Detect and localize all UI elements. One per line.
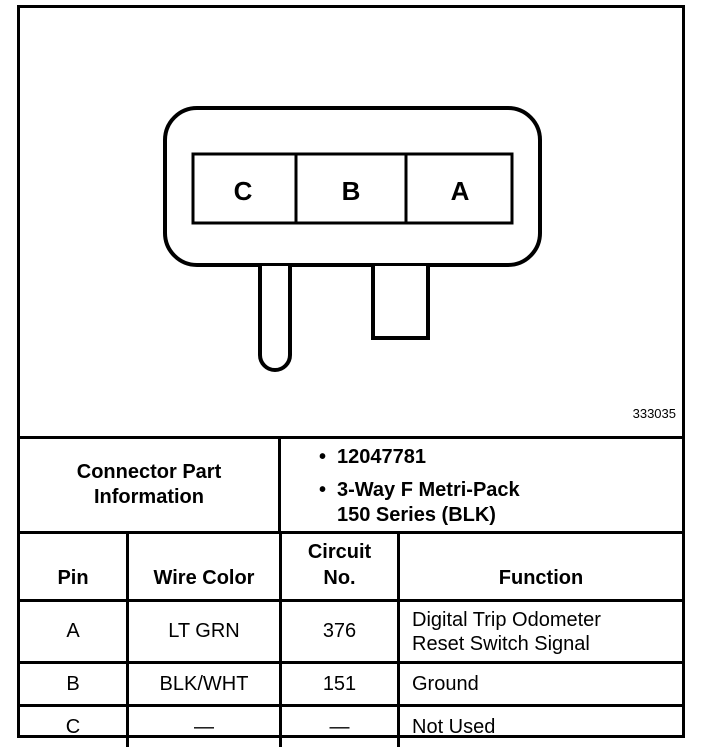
- header-pin: Pin: [20, 533, 128, 601]
- row-function: Digital Trip Odometer Reset Switch Signa…: [399, 601, 683, 663]
- cavity-label-b: B: [342, 176, 361, 206]
- lock-tab: [373, 266, 428, 338]
- header-function: Function: [399, 533, 683, 601]
- row-circuit: —: [281, 706, 399, 747]
- row-circuit: 376: [281, 601, 399, 663]
- row-wire-color: BLK/WHT: [128, 663, 281, 706]
- connector-frame: C B A 333035 Connector Part Information …: [17, 5, 685, 738]
- part-info-label: Connector Part Information: [20, 438, 280, 532]
- cavity-label-c: C: [234, 176, 253, 206]
- header-circuit: Circuit No.: [281, 533, 399, 601]
- part-info-table: Connector Part Information • 12047781 • …: [20, 436, 682, 531]
- part-description-line: • 3-Way F Metri-Pack 150 Series (BLK): [319, 478, 682, 528]
- row-function: Ground: [399, 663, 683, 706]
- latch-tab: [260, 266, 290, 370]
- connector-drawing: C B A: [20, 8, 682, 436]
- bullet-icon: •: [319, 478, 337, 528]
- row-function: Not Used: [399, 706, 683, 747]
- row-pin: C: [20, 706, 128, 747]
- pin-table: Pin Wire Color Circuit No. Function A LT…: [20, 531, 682, 747]
- connector-diagram: C B A 333035: [20, 8, 688, 436]
- row-pin: A: [20, 601, 128, 663]
- part-description-1: 3-Way F Metri-Pack: [337, 478, 520, 503]
- figure-id: 333035: [633, 406, 676, 421]
- part-number: 12047781: [337, 445, 426, 470]
- part-info-details: • 12047781 • 3-Way F Metri-Pack 150 Seri…: [280, 438, 683, 532]
- bullet-icon: •: [319, 445, 337, 470]
- table-row: A LT GRN 376 Digital Trip Odometer Reset…: [20, 601, 682, 663]
- cavity-label-a: A: [451, 176, 470, 206]
- table-row: C — — Not Used: [20, 706, 682, 747]
- row-wire-color: LT GRN: [128, 601, 281, 663]
- row-pin: B: [20, 663, 128, 706]
- table-row: B BLK/WHT 151 Ground: [20, 663, 682, 706]
- row-wire-color: —: [128, 706, 281, 747]
- part-description-2: 150 Series (BLK): [337, 503, 520, 528]
- header-wire-color: Wire Color: [128, 533, 281, 601]
- row-circuit: 151: [281, 663, 399, 706]
- part-number-line: • 12047781: [319, 445, 682, 470]
